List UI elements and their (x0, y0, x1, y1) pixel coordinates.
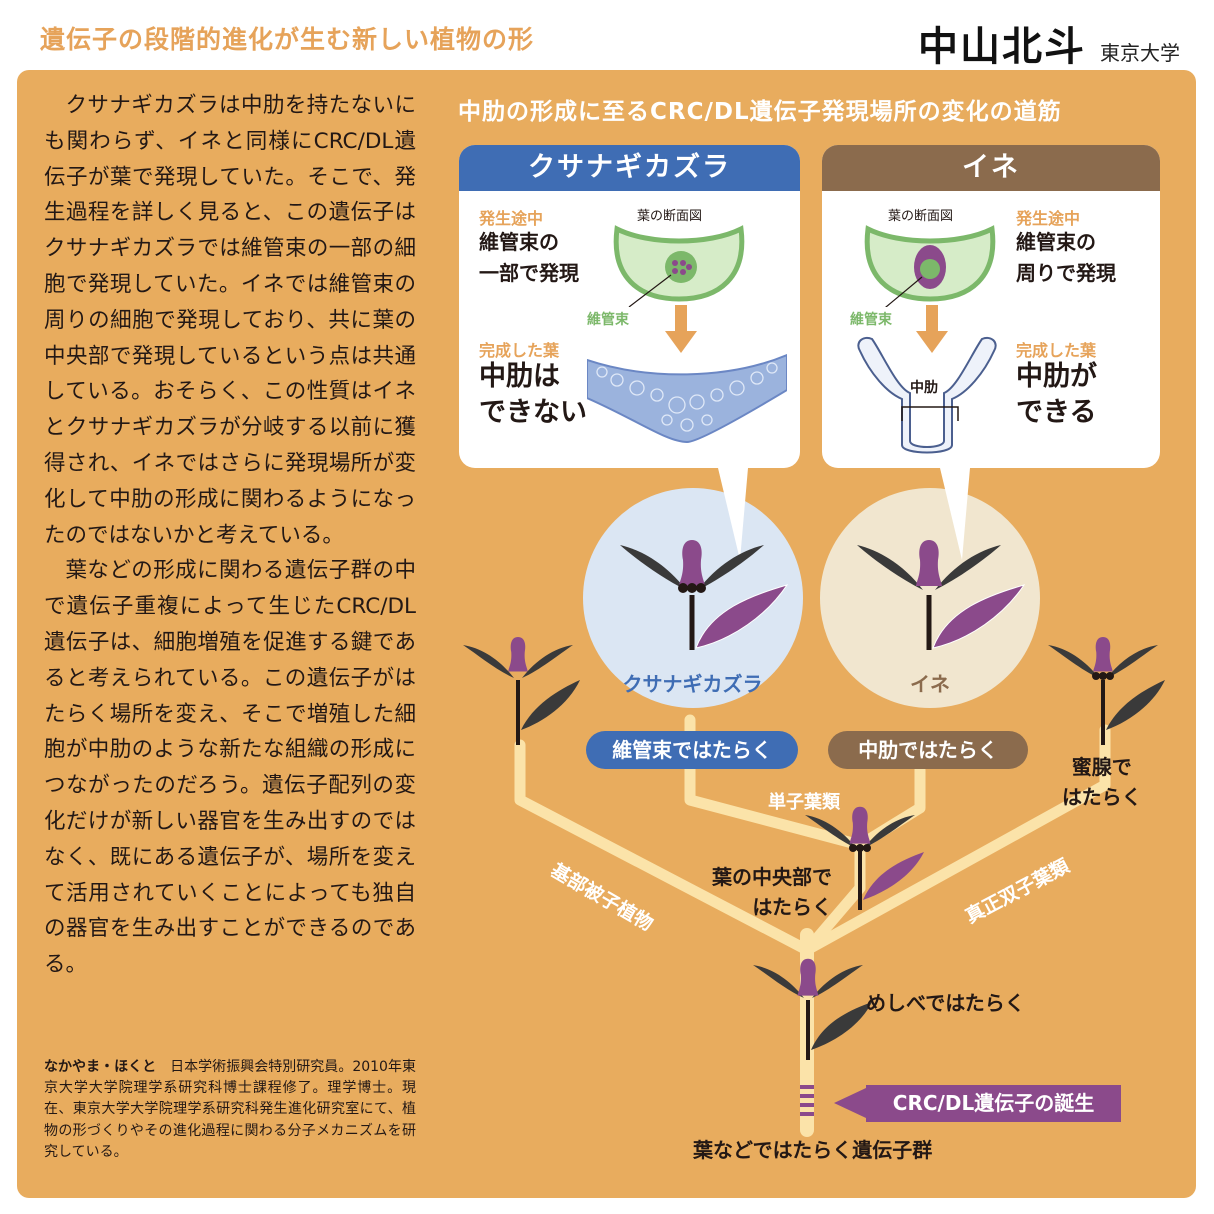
label-monocots: 単子葉類 (768, 792, 840, 813)
plant-basal (463, 637, 580, 745)
right-stage-desc: 維管束の 周りで発現 (1016, 227, 1116, 289)
midrib-label: 中肋 (910, 380, 938, 396)
label-pistil: めしべではたらく (866, 991, 1025, 1015)
pill-vascular: 維管束ではたらく (586, 731, 798, 769)
right-final-desc: 中肋が できる (1016, 359, 1097, 431)
left-section-label: 葉の断面図 (637, 209, 703, 224)
left-stage-desc: 維管束の 一部で発現 (479, 227, 579, 289)
left-vascular-label: 維管束 (587, 312, 629, 328)
branch-monocot-stem (801, 882, 866, 956)
plant-kusanagi (620, 540, 789, 650)
card-kusanagi: クサナギカズラ 発生途中 維管束の 一部で発現 葉の断面図 維管束 完成した葉 … (459, 145, 800, 468)
midrib-bracket (901, 406, 959, 421)
circle-kusanagi-label: クサナギカズラ (622, 672, 763, 696)
circle-ine-label: イネ (910, 672, 950, 696)
author-name: 中山北斗 (918, 24, 1086, 70)
left-stage-desc-1: 維管束の (479, 230, 559, 254)
figure-title: 中肋の形成に至るCRC/DL遺伝子発現場所の変化の道筋 (458, 99, 1062, 125)
label-nectary-2: はたらく (1062, 785, 1142, 809)
branch-basal (514, 739, 813, 956)
right-final-desc-2: できる (1016, 397, 1097, 428)
label-nectary-1: 蜜腺で (1071, 755, 1132, 779)
plant-ine (857, 540, 1026, 650)
author-bio: なかやま・ほくと 日本学術振興会特別研究員。2010年東京大学大学院理学系研究科… (44, 1057, 416, 1163)
left-stage-desc-2: 一部で発現 (479, 261, 579, 285)
branch-monocot-right (854, 764, 926, 851)
right-stage-desc-1: 維管束の (1016, 230, 1096, 254)
left-leaf-micrograph (587, 353, 787, 444)
bio-text: 日本学術振興会特別研究員。2010年東京大学大学院理学系研究科博士課程修了。理学… (44, 1059, 416, 1160)
label-center: 葉の中央部で はたらく (712, 862, 832, 922)
right-down-arrow (916, 305, 948, 353)
right-stage-label: 発生途中 (1016, 209, 1081, 228)
card-ine-header: イネ (822, 145, 1160, 191)
left-final-desc-2: できない (479, 397, 587, 428)
paragraph-2: 葉などの形成に関わる遺伝子群の中で遺伝子重複によって生じたCRC/DL遺伝子は、… (44, 558, 416, 978)
right-cross-section (864, 225, 996, 307)
card-kusanagi-header: クサナギカズラ (459, 145, 800, 191)
left-cross-section (613, 225, 745, 307)
plant-ancestor (753, 958, 872, 1060)
paragraph-1: クサナギカズラは中肋を持たないにも関わらず、イネと同様にCRC/DL遺伝子が葉で… (44, 93, 416, 548)
right-stage-desc-2: 周りで発現 (1016, 261, 1116, 285)
label-nectary: 蜜腺で はたらく (1062, 752, 1142, 812)
right-section-label: 葉の断面図 (888, 209, 954, 224)
tree-branches (514, 714, 1111, 1137)
left-final-desc: 中肋は できない (479, 359, 587, 431)
right-final-label: 完成した葉 (1016, 341, 1097, 360)
plant-center (805, 806, 924, 910)
card-ine: イネ 葉の断面図 維管束 発生途中 維管束の 周りで発現 中肋 完成した葉 中肋… (822, 145, 1160, 468)
left-final-label: 完成した葉 (479, 341, 560, 360)
article-body: クサナギカズラは中肋を持たないにも関わらず、イネと同様にCRC/DL遺伝子が葉で… (44, 88, 416, 983)
page-title: 遺伝子の段階的進化が生む新しい植物の形 (40, 25, 535, 54)
branch-eudicot (801, 724, 1111, 956)
right-final-desc-1: 中肋が (1016, 361, 1097, 392)
right-vascular-label: 維管束 (850, 312, 892, 328)
author-block: 中山北斗 東京大学 (918, 14, 1180, 72)
bio-name: なかやま・ほくと (44, 1059, 157, 1075)
pointer-left (718, 468, 748, 560)
gene-marks (800, 1085, 866, 1118)
label-gene-group: 葉などではたらく遺伝子群 (693, 1138, 933, 1162)
author-affiliation: 東京大学 (1100, 41, 1180, 65)
left-final-desc-1: 中肋は (479, 361, 560, 392)
pointer-right (940, 468, 970, 560)
crc-birth-tag: CRC/DL遺伝子の誕生 (866, 1085, 1121, 1122)
label-center-1: 葉の中央部で (712, 865, 832, 889)
left-stage-label: 発生途中 (479, 209, 544, 228)
right-leaf-micrograph (857, 337, 997, 454)
left-down-arrow (665, 305, 697, 353)
plant-eudicot (1048, 637, 1165, 745)
label-center-2: はたらく (752, 895, 832, 919)
pill-midrib: 中肋ではたらく (828, 731, 1028, 769)
